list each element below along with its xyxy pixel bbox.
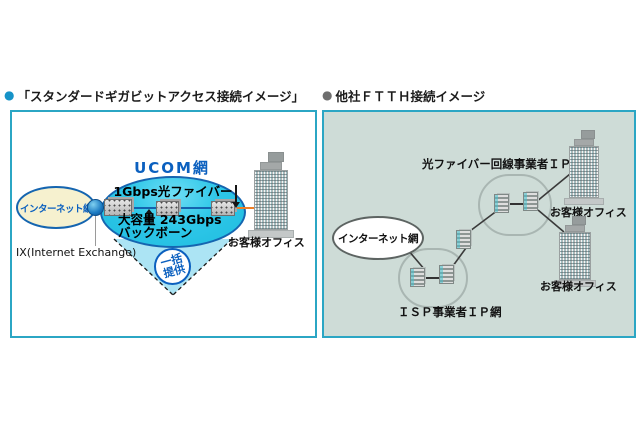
internet-cloud-label: インターネット網 <box>338 232 419 245</box>
customer-office-label: お客様オフィス <box>228 236 305 249</box>
customer-office-label: お客様オフィス <box>540 280 617 293</box>
bundle-badge-line2: 提供 <box>161 261 186 280</box>
header-standard-gigabit: ● 「スタンダードギガビットアクセス接続イメージ」 <box>4 86 304 104</box>
ftth-panel: 光ファイバー回線事業者ＩＰ網 ＩＳＰ事業者ＩＰ網 インターネット網 お客様オフィ… <box>322 110 636 338</box>
office-building-icon <box>554 216 596 287</box>
server-link-line <box>418 277 446 279</box>
server-icon <box>456 230 471 249</box>
backbone-capacity-label: 大容量 243Gbps バックボーン <box>118 213 222 239</box>
fiber-carrier-network-capsule <box>478 174 552 236</box>
ix-pointer-line <box>95 216 96 246</box>
fiber-carrier-network-label: 光ファイバー回線事業者ＩＰ網 <box>422 157 583 171</box>
internet-cloud-label: インターネット網 <box>19 203 93 215</box>
bundle-offer-badge: 一括 提供 <box>154 248 191 285</box>
ix-label: IX(Internet Exchange) <box>16 246 137 259</box>
blue-bullet-icon: ● <box>4 88 15 102</box>
server-icon <box>439 265 454 284</box>
header-standard-title: 「スタンダードギガビットアクセス接続イメージ」 <box>17 88 305 104</box>
isp-network-label: ＩＳＰ事業者ＩＰ網 <box>398 305 502 319</box>
router-icon <box>156 201 179 216</box>
internet-cloud: インターネット網 <box>16 186 96 229</box>
fiber-drop-line <box>234 207 266 209</box>
header-ftth: ● 他社ＦＴＴＨ接続イメージ <box>322 86 485 104</box>
header-ftth-title: 他社ＦＴＴＨ接続イメージ <box>335 88 486 104</box>
ix-node-icon <box>87 199 104 216</box>
standard-gigabit-panel: UCOM網 1Gbps光ファイバー 大容量 243Gbps バックボーン インタ… <box>10 110 317 338</box>
server-link-line <box>502 203 530 205</box>
gray-bullet-icon: ● <box>322 88 333 102</box>
backbone-capacity-line2: バックボーン <box>118 225 193 240</box>
office-building-icon <box>248 152 294 238</box>
router-icon <box>104 199 132 216</box>
fiber-speed-label: 1Gbps光ファイバー <box>113 184 233 199</box>
isp-network-capsule <box>398 248 468 308</box>
customer-office-label: お客様オフィス <box>550 206 627 219</box>
backbone-capacity-line1: 大容量 243Gbps <box>118 212 222 227</box>
up-arrow-icon <box>144 209 153 222</box>
internet-cloud: インターネット網 <box>332 216 424 260</box>
server-icon <box>494 194 509 213</box>
server-icon <box>523 192 538 211</box>
ucom-network-title: UCOM網 <box>134 159 210 177</box>
office-building-icon <box>564 130 604 205</box>
down-arrow-icon <box>231 185 240 208</box>
server-icon <box>410 268 425 287</box>
router-icon <box>211 201 235 216</box>
